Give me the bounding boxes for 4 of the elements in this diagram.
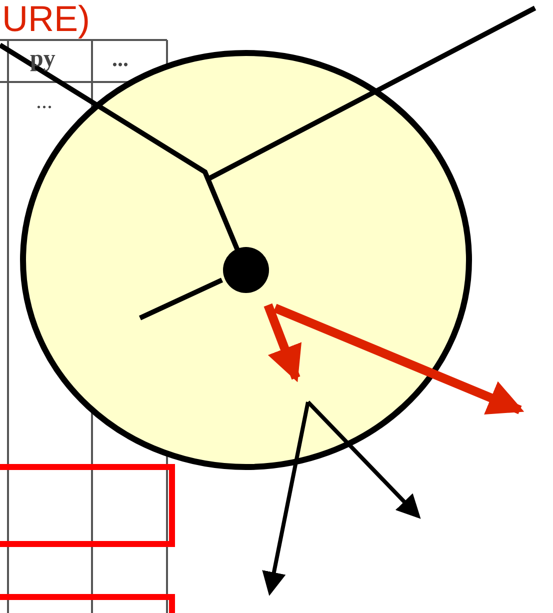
table-text: ... — [36, 88, 52, 114]
column-header: ... — [112, 46, 128, 72]
heading-fragment: URE) — [2, 0, 90, 40]
column-header: py — [30, 46, 56, 73]
